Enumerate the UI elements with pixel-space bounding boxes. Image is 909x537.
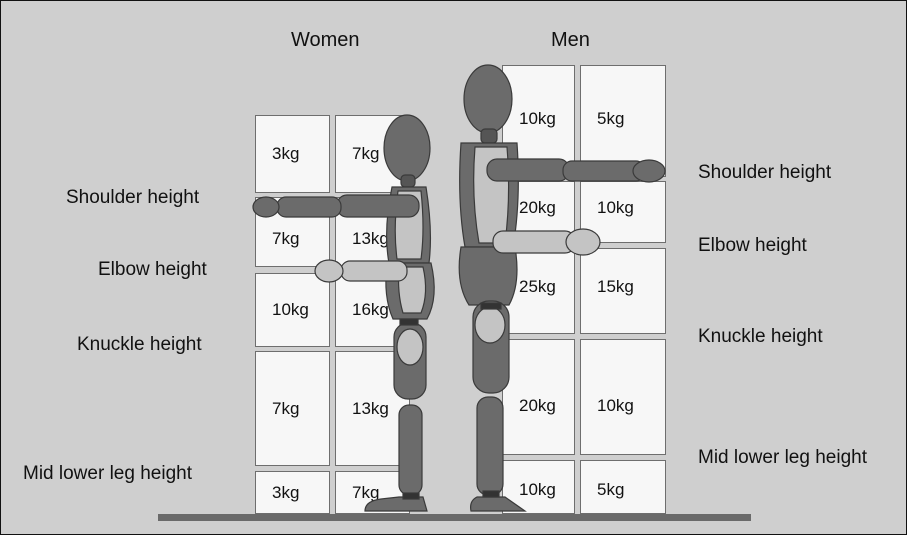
man-neck [481,129,497,143]
man-head [464,65,512,133]
woman-knee [397,329,423,365]
woman-upper-arm [337,195,419,217]
man-waist-joint [481,303,501,309]
woman-forearm [277,197,341,217]
man-light-arm [493,231,575,253]
floor-line [158,514,751,521]
woman-ankle-joint [403,493,419,499]
woman-lower-leg [399,405,422,495]
woman-head [384,115,430,181]
woman-neck [401,175,415,187]
man-knee [475,307,505,343]
man-hips [459,247,517,305]
woman-waist-joint [400,319,418,325]
woman-hand [253,197,279,217]
man-foot [471,497,525,511]
woman-light-arm [341,261,407,281]
man-lower-leg [477,397,503,495]
man-mannequin [459,65,665,511]
woman-light-hand [315,260,343,282]
man-hand [633,160,665,182]
woman-mannequin [253,115,434,511]
man-ankle-joint [483,491,499,497]
man-upper-arm [487,159,569,181]
man-light-hand [566,229,600,255]
